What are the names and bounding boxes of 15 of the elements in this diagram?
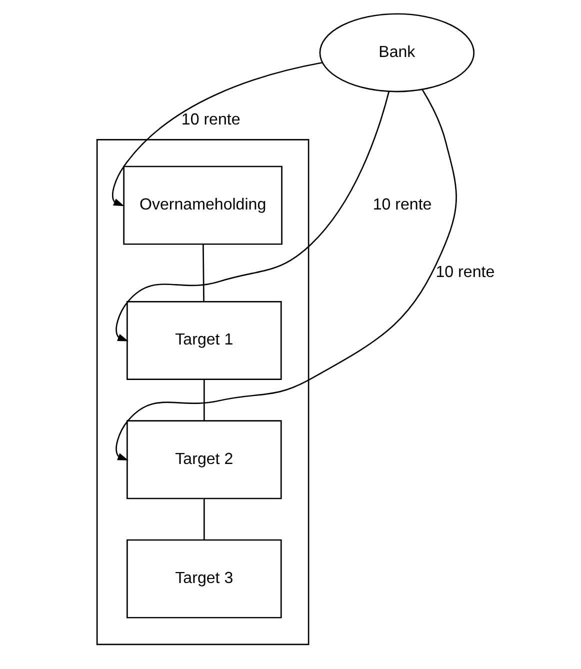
node-box: Target 3 (126, 539, 282, 618)
connector (202, 244, 204, 302)
arrow (116, 91, 390, 342)
connector (203, 379, 205, 420)
connector (203, 498, 205, 540)
cluster (96, 139, 310, 646)
node-box: Target 2 (126, 420, 282, 500)
node-box: Target 1 (126, 301, 282, 380)
edge-label: 10 rente (372, 195, 432, 214)
node-box: Overnameholding (123, 166, 282, 245)
edge-label: 10 rente (436, 263, 495, 282)
node-ellipse: Bank (319, 13, 475, 92)
arrow (112, 62, 322, 206)
edge-label: 10 rente (181, 110, 240, 128)
arrow (116, 89, 457, 460)
